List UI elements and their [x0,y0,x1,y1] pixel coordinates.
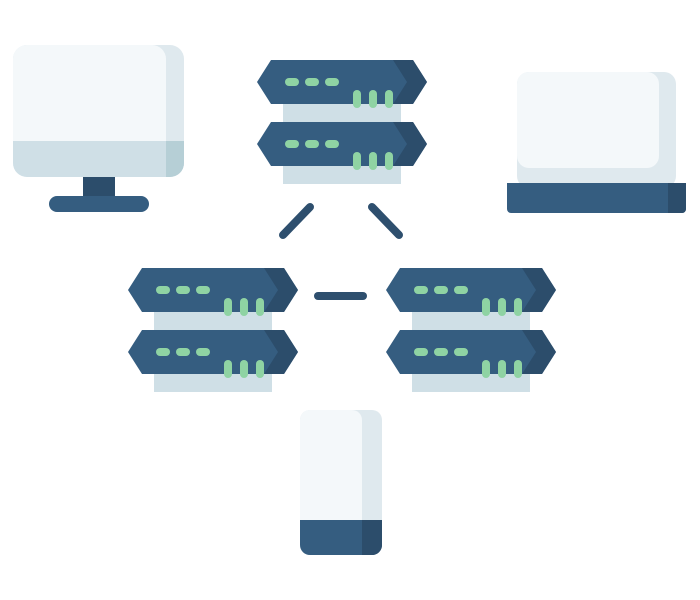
link-top-to-right [368,203,403,239]
desktop-monitor-icon [13,45,184,212]
server-right-icon [386,268,556,392]
laptop-icon [507,72,686,213]
server-left-icon [128,268,298,392]
smartphone-icon [300,410,382,555]
link-top-to-left [279,203,314,239]
server-top-icon [257,60,427,184]
